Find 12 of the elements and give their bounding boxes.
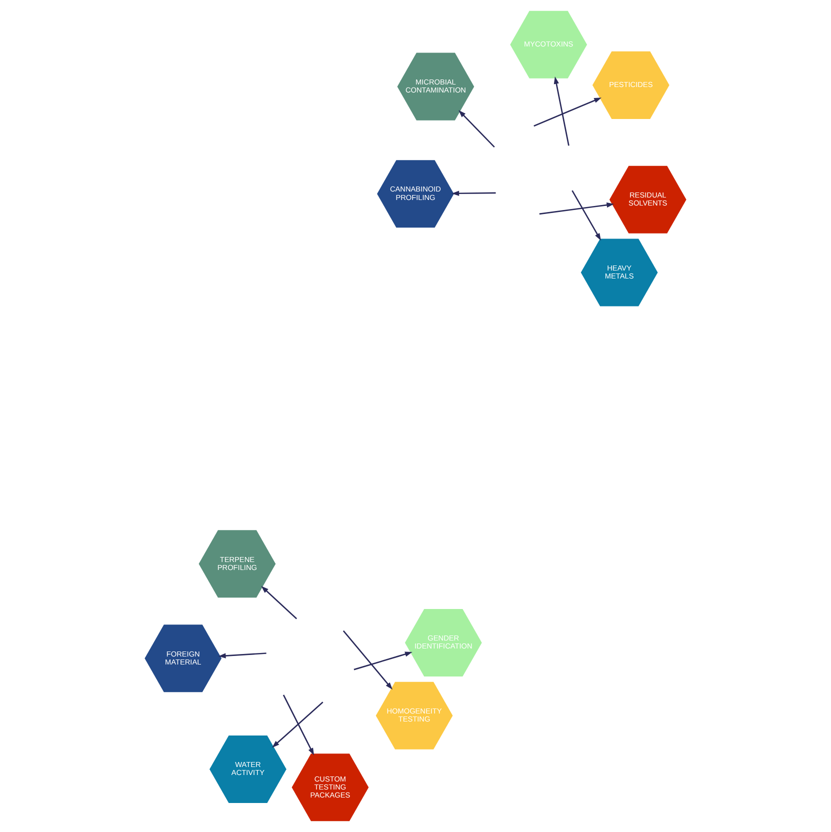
arrow bbox=[342, 630, 393, 690]
arrow bbox=[554, 76, 570, 146]
arrow bbox=[261, 586, 298, 620]
arrow bbox=[458, 110, 495, 148]
arrow bbox=[218, 652, 266, 658]
arrow bbox=[534, 98, 602, 127]
arrow bbox=[354, 652, 412, 670]
arrow bbox=[272, 702, 324, 748]
arrow bbox=[572, 190, 601, 241]
arrow bbox=[539, 202, 614, 215]
arrow bbox=[282, 694, 314, 756]
arrow bbox=[452, 190, 496, 196]
